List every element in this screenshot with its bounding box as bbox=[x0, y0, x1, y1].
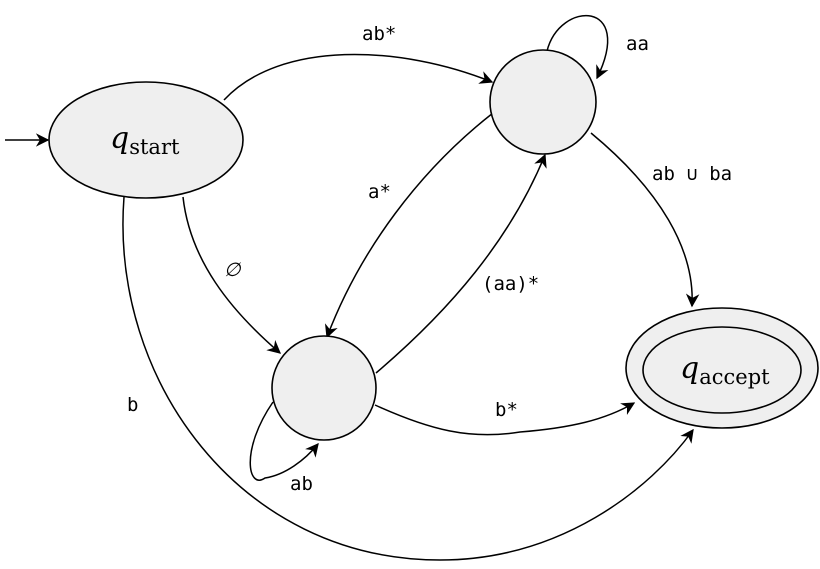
edge-start-to-bottom bbox=[182, 196, 282, 354]
state-start[interactable] bbox=[48, 81, 244, 199]
edge-bottom-self bbox=[249, 401, 319, 481]
edge-top-to-bottom bbox=[325, 112, 494, 339]
label-bottom-to-accept: b* bbox=[495, 399, 518, 421]
edge-start-to-accept bbox=[122, 196, 694, 561]
label-top-to-bottom: a* bbox=[368, 181, 391, 203]
state-start-label: qstart bbox=[110, 121, 180, 159]
state-top[interactable] bbox=[489, 49, 597, 155]
state-accept-inner bbox=[642, 326, 802, 414]
label-start-to-bottom: ∅ bbox=[224, 259, 242, 281]
edge-start-to-top bbox=[223, 53, 494, 101]
edge-bottom-to-accept bbox=[374, 402, 636, 436]
label-bottom-self: ab bbox=[290, 473, 313, 495]
label-top-self: aa bbox=[626, 33, 649, 55]
edge-top-to-accept bbox=[590, 132, 700, 308]
label-top-to-accept: ab ∪ ba bbox=[652, 163, 732, 185]
state-bottom[interactable] bbox=[271, 335, 377, 441]
state-accept-label: qaccept bbox=[680, 351, 770, 389]
label-start-to-accept: b bbox=[127, 394, 138, 416]
edge-top-self bbox=[546, 14, 609, 80]
label-start-to-top: ab* bbox=[362, 23, 396, 45]
edge-bottom-to-top bbox=[375, 153, 547, 374]
label-bottom-to-top: (aa)* bbox=[482, 273, 539, 295]
